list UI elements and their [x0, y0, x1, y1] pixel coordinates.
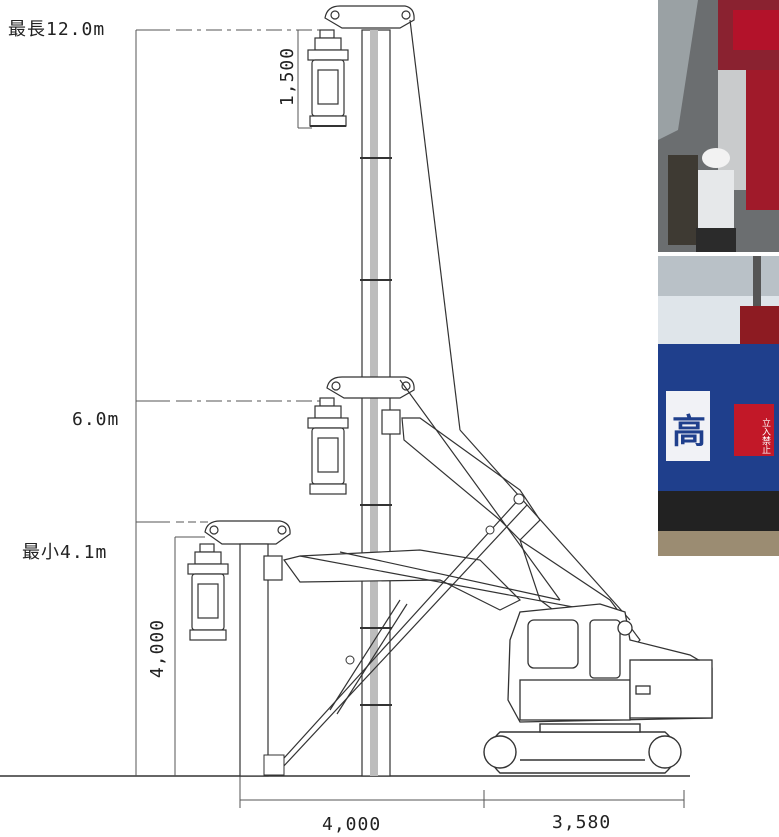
short-mast: [239, 543, 269, 777]
excavator-body: [507, 603, 713, 723]
min-height-label: 最小4.1m: [22, 542, 108, 563]
top-dimension-label: 1,500: [277, 46, 299, 107]
struts: [274, 379, 631, 769]
boom-lower: [263, 549, 522, 611]
low-sheave-head: [204, 520, 291, 545]
mid-height-label: 6.0m: [72, 409, 120, 430]
bottom-dimension-left-label: 4,000: [322, 814, 382, 835]
sign-text-keep-out: 立入禁止: [760, 418, 770, 454]
middle-sheave-head: [326, 376, 415, 399]
bottom-dimension-right-label: 3,580: [552, 812, 612, 833]
machine-photo: 高 立入禁止: [658, 256, 779, 556]
low-hammer: [187, 543, 229, 641]
middle-hammer: [307, 397, 349, 495]
max-height-label: 最長12.0m: [8, 19, 106, 40]
height-dimension-lines: [135, 29, 330, 776]
sign-text-kanji: 高: [672, 412, 706, 452]
top-sheave-head: [324, 5, 415, 29]
leader-mast: [360, 29, 392, 777]
left-dimension-label: 4,000: [147, 618, 169, 679]
top-hammer: [307, 29, 349, 127]
crawler-tracks: [483, 723, 682, 774]
top-cable: [409, 19, 461, 431]
worker-photo: [658, 0, 779, 252]
strut-foot: [263, 754, 285, 776]
